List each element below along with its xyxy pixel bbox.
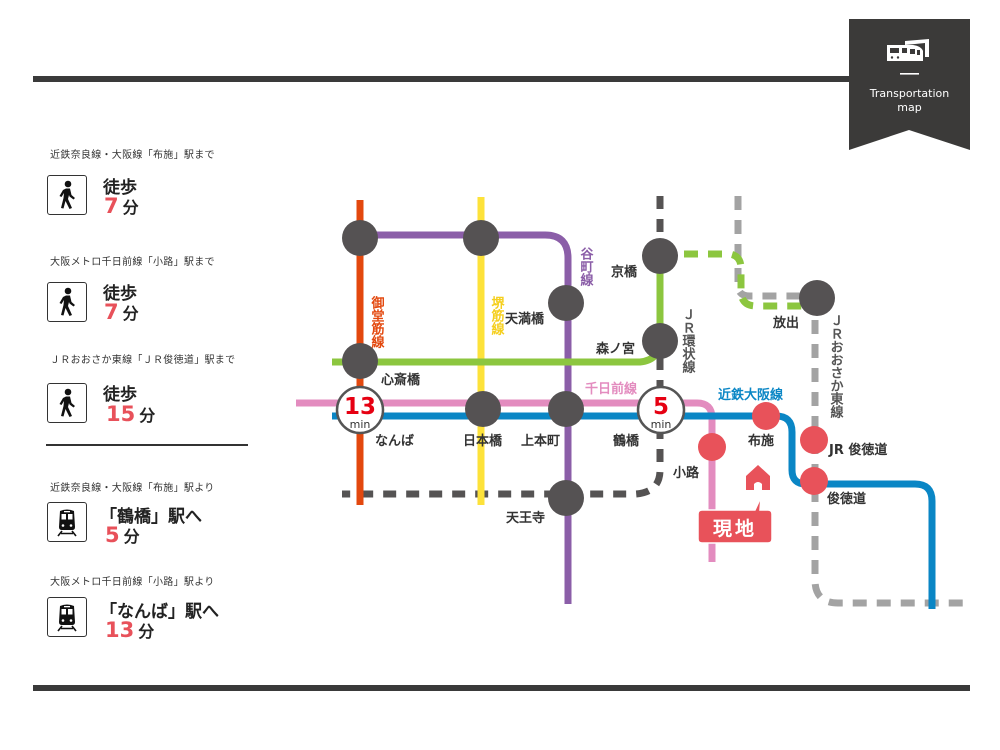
bottom-rule xyxy=(33,685,970,691)
station-label-shinsaibashi: 心斎橋 xyxy=(381,372,421,388)
station-label-fuse: 布施 xyxy=(748,433,774,449)
station-label-uehommachi: 上本町 xyxy=(521,433,560,449)
line-label-midosuji: 御堂筋線 xyxy=(369,295,386,349)
time-badge-unit: min xyxy=(651,418,672,431)
station-marker[interactable] xyxy=(548,480,584,516)
route-caption: 近鉄奈良線・大阪線「布施」駅まで xyxy=(50,150,215,161)
line-label-tanimachi: 谷町線 xyxy=(578,246,594,287)
badge-title-line1: Transportation xyxy=(869,87,950,100)
route-time-value: 13 xyxy=(105,618,135,642)
line-label-jr-loop: ＪＲ環状線 xyxy=(680,308,696,374)
line-label-jr-east: ＪＲおおさか東線 xyxy=(828,314,844,419)
time-badge-unit: min xyxy=(350,418,371,431)
train-icon xyxy=(47,597,87,637)
station-marker[interactable] xyxy=(342,343,378,379)
route-time-unit: 分 xyxy=(122,304,139,323)
station-marker[interactable] xyxy=(463,220,499,256)
station-label-kyobashi: 京橋 xyxy=(611,264,638,280)
station-marker[interactable] xyxy=(465,391,501,427)
line-label-sennichimae: 千日前線 xyxy=(585,381,638,397)
nagahori-line-extension xyxy=(660,250,815,310)
route-caption: 近鉄奈良線・大阪線「布施」駅より xyxy=(50,483,215,494)
station-label-nipponbashi: 日本橋 xyxy=(463,433,503,449)
jr-osaka-higashi-line xyxy=(734,196,970,607)
route-destination: 「なんば」駅へ xyxy=(100,602,219,622)
station-label-namba: なんば xyxy=(375,434,414,449)
train-station-icon xyxy=(887,39,929,75)
current-location-label: 現地 xyxy=(713,517,757,540)
station-label-jr-shuntokumichi: JR 俊徳道 xyxy=(828,442,887,458)
station-marker[interactable] xyxy=(548,285,584,321)
route-time-value: 5 xyxy=(105,523,120,547)
route-time-value: 7 xyxy=(104,300,119,324)
time-badge-tsuruhashi: 5 min xyxy=(636,385,686,435)
station-marker-red[interactable] xyxy=(752,402,780,430)
station-marker[interactable] xyxy=(548,391,584,427)
station-marker[interactable] xyxy=(799,280,835,316)
house-icon xyxy=(746,465,770,490)
badge-title-line2: map xyxy=(897,101,922,114)
route-time-unit: 分 xyxy=(138,622,155,641)
route-time-unit: 分 xyxy=(122,198,139,217)
time-badge-namba: 13 min xyxy=(335,385,385,435)
route-mode: 徒歩 xyxy=(103,385,137,405)
station-marker-red[interactable] xyxy=(800,426,828,454)
kintetsu-osaka-line xyxy=(332,412,936,609)
route-mode: 徒歩 xyxy=(103,284,137,304)
jr-loop-line xyxy=(342,196,664,498)
section-divider xyxy=(46,444,248,446)
route-time-unit: 分 xyxy=(139,406,156,425)
time-badge-value: 13 xyxy=(344,394,376,420)
line-label-kintetsu: 近鉄大阪線 xyxy=(718,387,784,403)
station-label-tenmabashi: 天満橋 xyxy=(505,311,545,327)
station-label-hanaten: 放出 xyxy=(772,315,799,331)
station-marker-red[interactable] xyxy=(698,433,726,461)
transportation-map-badge: Transportation map xyxy=(849,19,970,150)
walking-person-icon xyxy=(47,175,87,215)
route-mode: 徒歩 xyxy=(103,178,137,198)
time-badge-value: 5 xyxy=(653,394,669,420)
station-label-tsuruhashi: 鶴橋 xyxy=(613,433,640,449)
station-label-morinomiya: 森ノ宮 xyxy=(596,341,635,357)
train-icon xyxy=(47,502,87,542)
current-location-marker: 現地 xyxy=(697,465,773,544)
station-markers xyxy=(342,220,835,516)
route-caption: 大阪メトロ千日前線「小路」駅より xyxy=(50,577,215,588)
station-marker[interactable] xyxy=(342,220,378,256)
station-marker[interactable] xyxy=(642,323,678,359)
route-destination: 「鶴橋」駅へ xyxy=(100,507,202,527)
station-label-shoji: 小路 xyxy=(673,465,700,481)
route-time-value: 7 xyxy=(104,194,119,218)
route-time-value: 15 xyxy=(106,402,136,426)
route-caption: ＪＲおおさか東線「ＪＲ俊徳道」駅まで xyxy=(50,355,236,366)
station-marker-red[interactable] xyxy=(800,467,828,495)
station-marker[interactable] xyxy=(642,238,678,274)
route-caption: 大阪メトロ千日前線「小路」駅まで xyxy=(50,257,215,268)
top-rule xyxy=(33,76,970,82)
station-label-shuntokumichi: 俊徳道 xyxy=(827,491,866,507)
walking-person-icon xyxy=(47,282,87,322)
line-label-sakaisuji: 堺筋線 xyxy=(489,295,506,336)
tanimachi-line xyxy=(360,231,572,604)
walking-person-icon xyxy=(47,383,87,423)
route-time-unit: 分 xyxy=(123,527,140,546)
station-label-tennoji: 天王寺 xyxy=(506,510,545,526)
